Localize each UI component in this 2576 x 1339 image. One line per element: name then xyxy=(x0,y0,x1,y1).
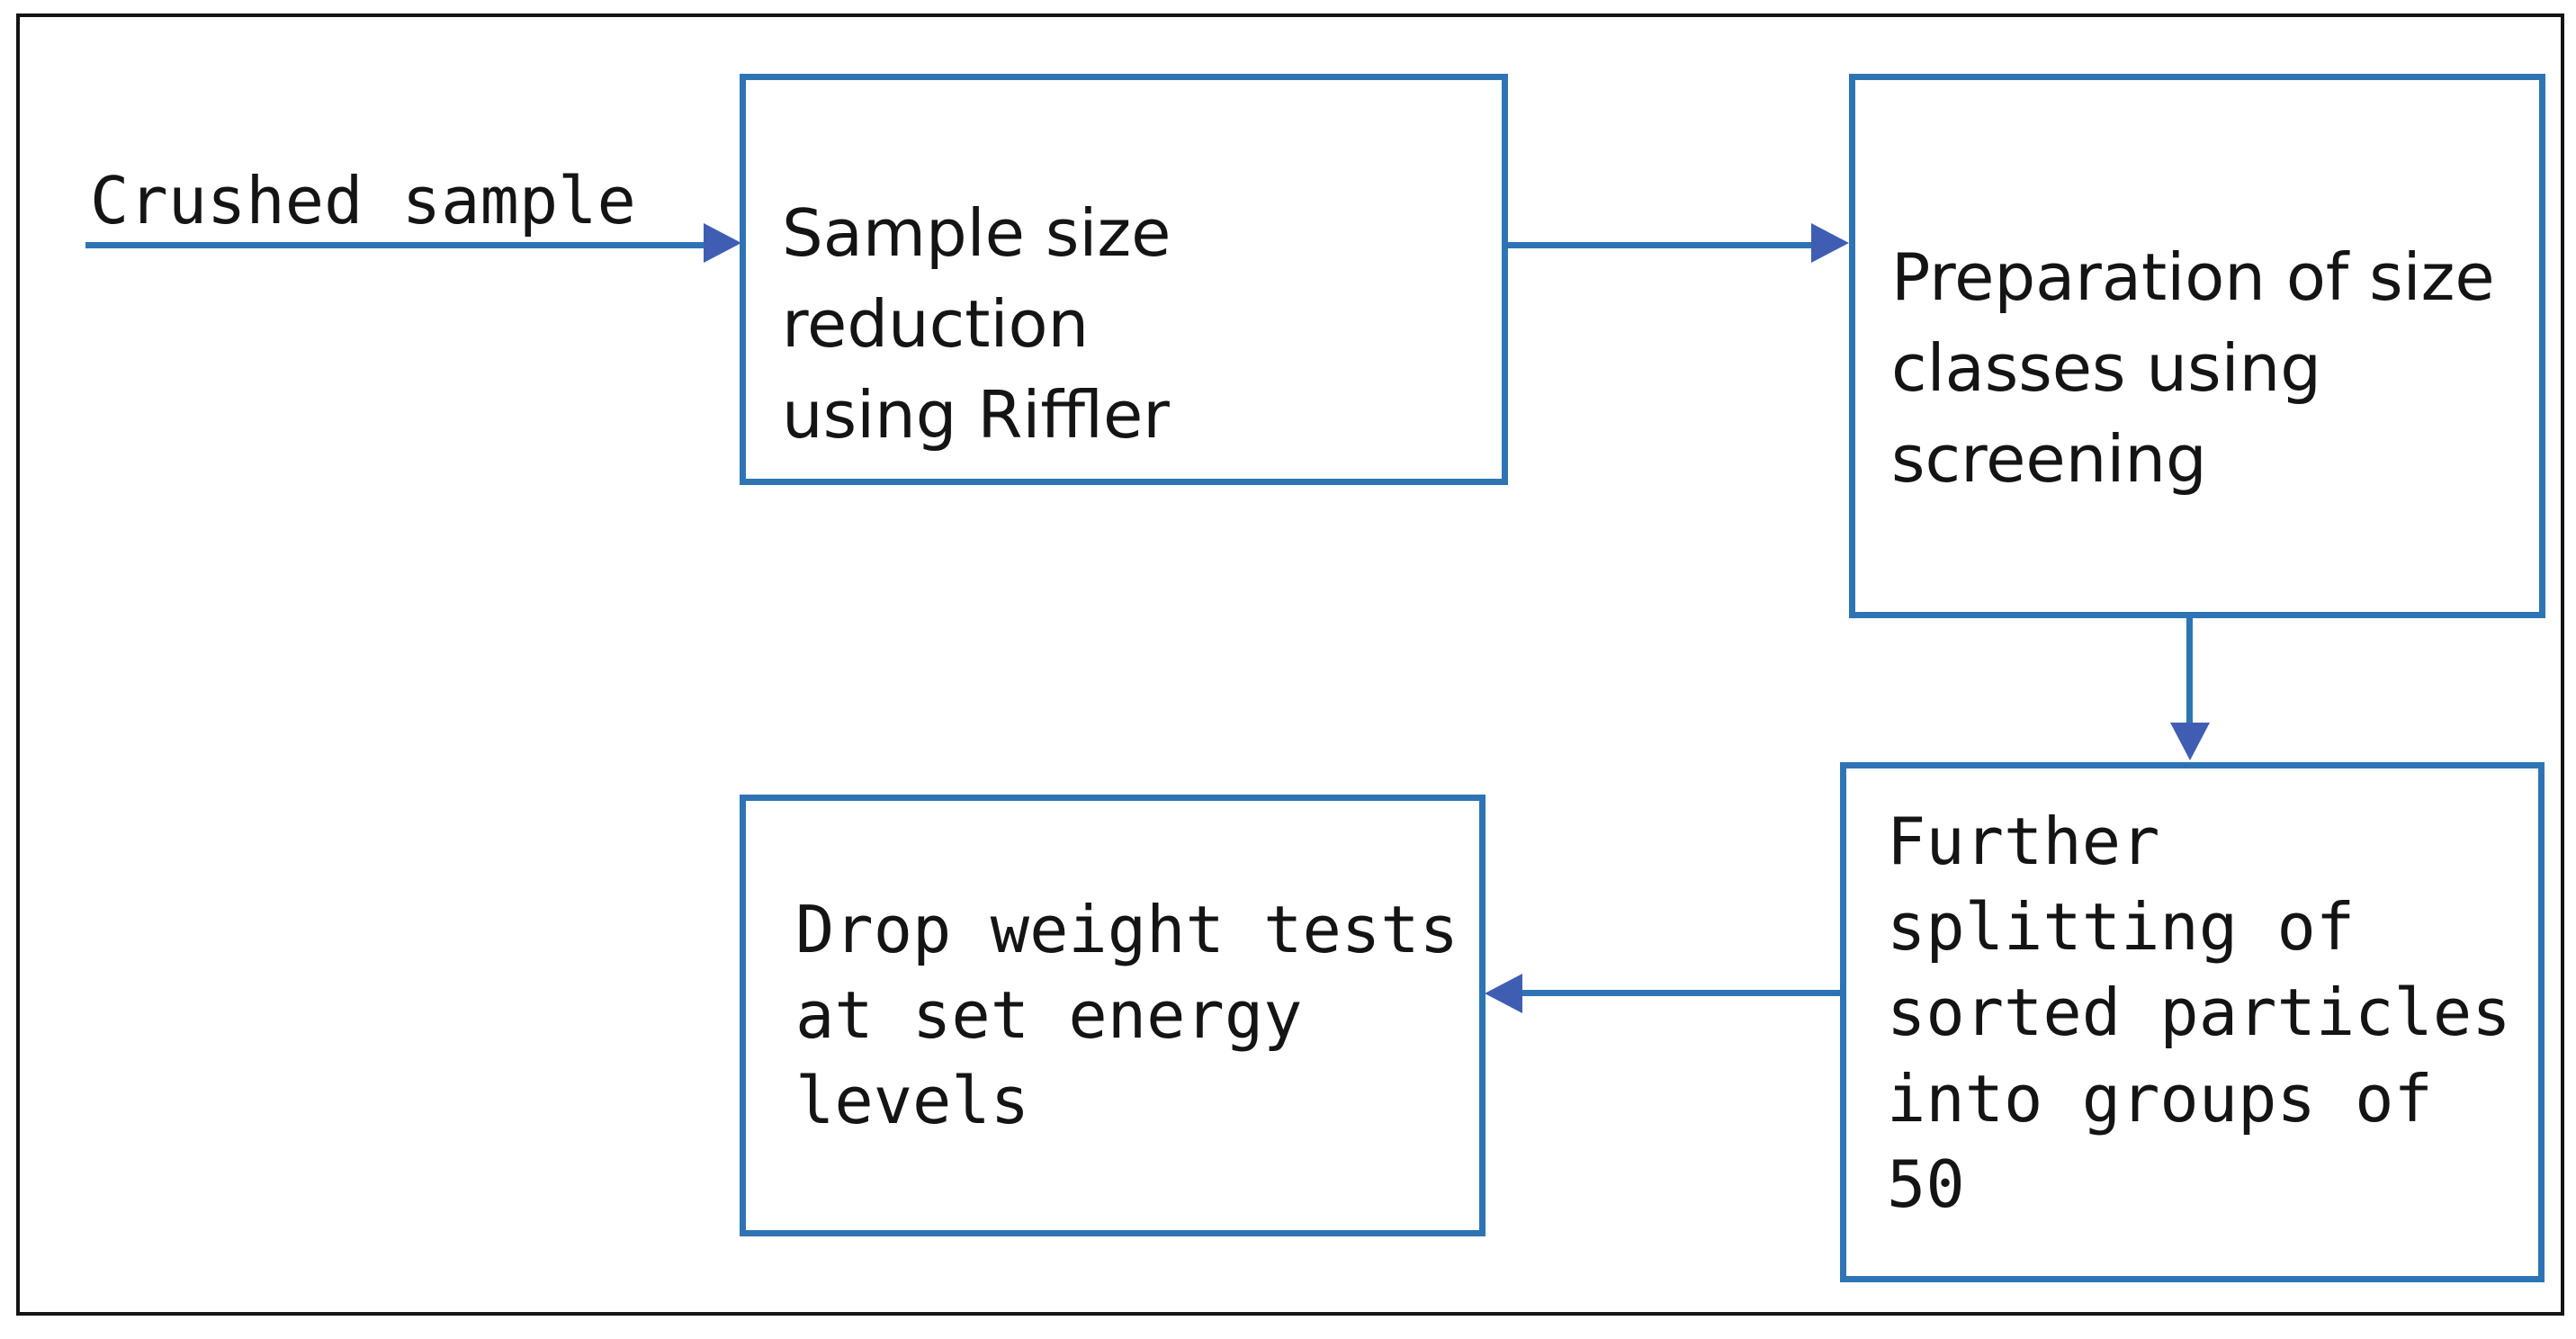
arrow-splitting-to-dropweight xyxy=(1522,990,1840,996)
arrowhead-right-icon xyxy=(704,223,741,263)
node-label: Sample size reduction using Riffler xyxy=(782,195,1171,453)
node-size-class-preparation: Preparation of size classes using screen… xyxy=(1849,74,2545,618)
start-label: Crushed sample xyxy=(90,163,636,238)
arrowhead-right-icon xyxy=(1811,223,1849,263)
node-label: Preparation of size classes using screen… xyxy=(1891,239,2495,497)
node-label: Drop weight tests at set energy levels xyxy=(795,891,1459,1139)
arrow-riffler-to-screening xyxy=(1507,242,1813,248)
arrow-screening-to-splitting xyxy=(2186,618,2193,724)
node-drop-weight-tests: Drop weight tests at set energy levels xyxy=(740,795,1485,1236)
arrowhead-down-icon xyxy=(2170,723,2210,760)
node-further-splitting: Further splitting of sorted particles in… xyxy=(1840,762,2545,1282)
arrow-start-to-riffler xyxy=(85,242,704,248)
node-sample-size-reduction: Sample size reduction using Riffler xyxy=(740,74,1508,485)
arrowhead-left-icon xyxy=(1485,974,1522,1013)
node-label: Further splitting of sorted particles in… xyxy=(1887,804,2511,1222)
